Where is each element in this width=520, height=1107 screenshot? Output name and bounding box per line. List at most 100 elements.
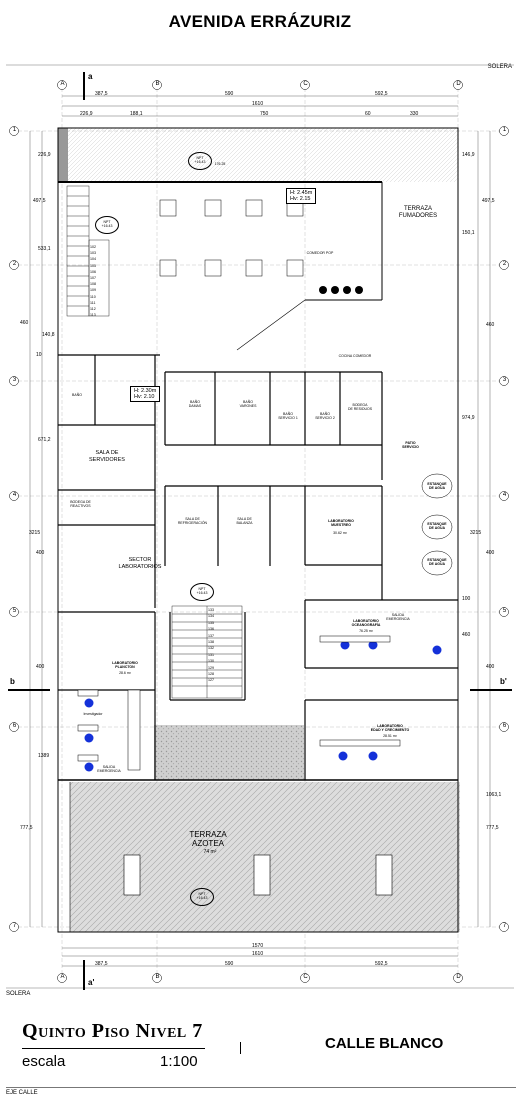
dim-left-2: 497,5 [33,198,46,204]
axis-row-6-left: 6 [12,723,17,729]
dim-right-7: 400 [486,550,495,556]
solera-label-bottom: SOLERA [6,991,31,997]
footer-title-underline [22,1048,205,1049]
lab-chairs [84,640,442,772]
corner-shaft [58,128,68,182]
title-word-2: PISO [91,1020,131,1042]
step-number: 128 [208,672,214,677]
dim-right-1: 146,9 [462,152,475,158]
dim-left-9: 400 [36,550,45,556]
room-bano-servicio1: BAÑO SERVICIO 1 [278,412,298,420]
room-comedor: COMEDOR POP [306,251,334,255]
step-number: 137 [208,633,214,638]
step-number: 129 [208,665,214,670]
step-number: 111 [90,300,96,305]
room-lab-plancton: LABORATORIO PLANCTON [112,661,138,669]
stairs-middle [171,605,243,699]
height-tag-h: H: 2.45m [290,190,313,196]
dining-stools [319,286,363,294]
step-number: 104 [90,257,96,262]
area-lab-muestreo: 30.62 m² [333,531,347,535]
dim-right-6: 3215 [470,530,482,536]
room-lab-oceanografia: LABORATORIO OCEANOGRAFÍA [351,619,381,627]
water-tanks [421,473,453,576]
dim-right-9: 100 [462,596,471,602]
stairs-top [66,185,110,317]
title-word-3: NIVEL [135,1020,187,1042]
dim-right-12: 777,5 [486,825,499,831]
dim-left-11: 1389 [38,753,50,759]
room-sala-servidores: SALA DE SERVIDORES [89,450,125,463]
height-tag-hv: Hv: 2.10 [134,394,155,400]
room-cocina: COCINA COMEDOR [338,354,372,358]
dim-top-r3-1: 226,9 [80,111,93,117]
step-number: 131 [208,652,214,657]
dim-top-2: 590 [225,91,234,97]
axis-row-5-right: 5 [502,608,507,614]
dim-left-8: 3215 [29,530,41,536]
dim-top-r3-2: 188,1 [130,111,143,117]
area-terraza-azotea: 74 m² [203,849,217,855]
step-number: 105 [90,263,96,268]
label-salida-emergencia-1: SALIDA EMERGENCIA [97,765,121,773]
axis-row-1-left: 1 [12,127,17,133]
room-bano-damas: BAÑO DAMAS [188,400,202,408]
axis-label-c-top: C [303,81,308,87]
section-mark-b-left: b [10,677,15,686]
room-bano: BAÑO [72,393,82,397]
dim-bottom-total: 1610 [252,951,264,957]
room-terraza-azotea: TERRAZA AZOTEA [189,830,227,848]
title-word-1: QUINTO [22,1020,87,1042]
step-number: 113 [90,313,96,318]
room-lab-edad: LABORATORIO EDAD Y CRECIMIENTO [370,724,410,732]
axis-label-a-bottom: A [60,974,65,980]
room-estanque-2: ESTANQUE DE AGUA [427,522,447,530]
plan-title: AVENIDA ERRÁZURIZ [168,12,352,31]
gravel-area [154,725,304,780]
step-number: 102 [90,245,96,249]
dim-right-2: 497,5 [482,198,495,204]
axis-row-5-left: 5 [12,608,17,614]
axis-label-d-top: D [456,81,461,87]
interior-walls [58,354,458,780]
dim-top-total: 1610 [252,101,264,107]
dim-right-5: 974,9 [462,415,475,421]
north-arrow-needle [240,1042,242,1054]
axis-label-b-top: B [155,81,160,87]
step-number: 107 [90,276,96,281]
axis-row-2-right: 2 [502,261,507,267]
dim-top-r3-4: 60 [365,111,371,117]
room-estanque-1: ESTANQUE DE AGUA [427,482,447,490]
dim-right-10: 460 [462,632,471,638]
step-number: 106 [90,269,96,274]
room-bano-varones: BAÑO VARONES [239,400,257,408]
terrace-benches [123,854,393,896]
dim-left-7: 671,2 [38,437,51,443]
axis-label-d-bottom: D [456,974,461,980]
dim-left-5: 460 [20,320,29,326]
lab-benches [77,635,401,771]
axis-row-7-left: 7 [12,923,17,929]
section-cuts [8,72,512,990]
axis-row-6-right: 6 [502,723,507,729]
dining-tables [159,199,304,277]
axis-row-4-left: 4 [12,492,17,498]
step-number: 108 [90,282,96,287]
room-sala-balanza: SALA DE BALANZA [236,517,253,525]
solera-label-top: SOLERA [487,64,512,70]
dim-bottom-1: 1570 [252,943,264,949]
eje-calle-label: EJE CALLE [6,1090,38,1096]
axis-row-7-right: 7 [502,923,507,929]
dim-right-11: 1063,1 [486,792,502,798]
axis-row-3-left: 3 [12,377,17,383]
upper-terrace-hatch [58,128,458,182]
dim-right-3: 150,1 [462,230,475,236]
room-sector-laboratorios: SECTOR LABORATORIOS [118,557,162,570]
area-lab-plancton: 28.6 m² [119,671,131,675]
axis-row-2-left: 2 [12,261,17,267]
axis-row-3-right: 3 [502,377,507,383]
height-tag-hall: H: 2.30m Hv: 2.10 [130,386,161,402]
axis-markers [9,80,509,983]
